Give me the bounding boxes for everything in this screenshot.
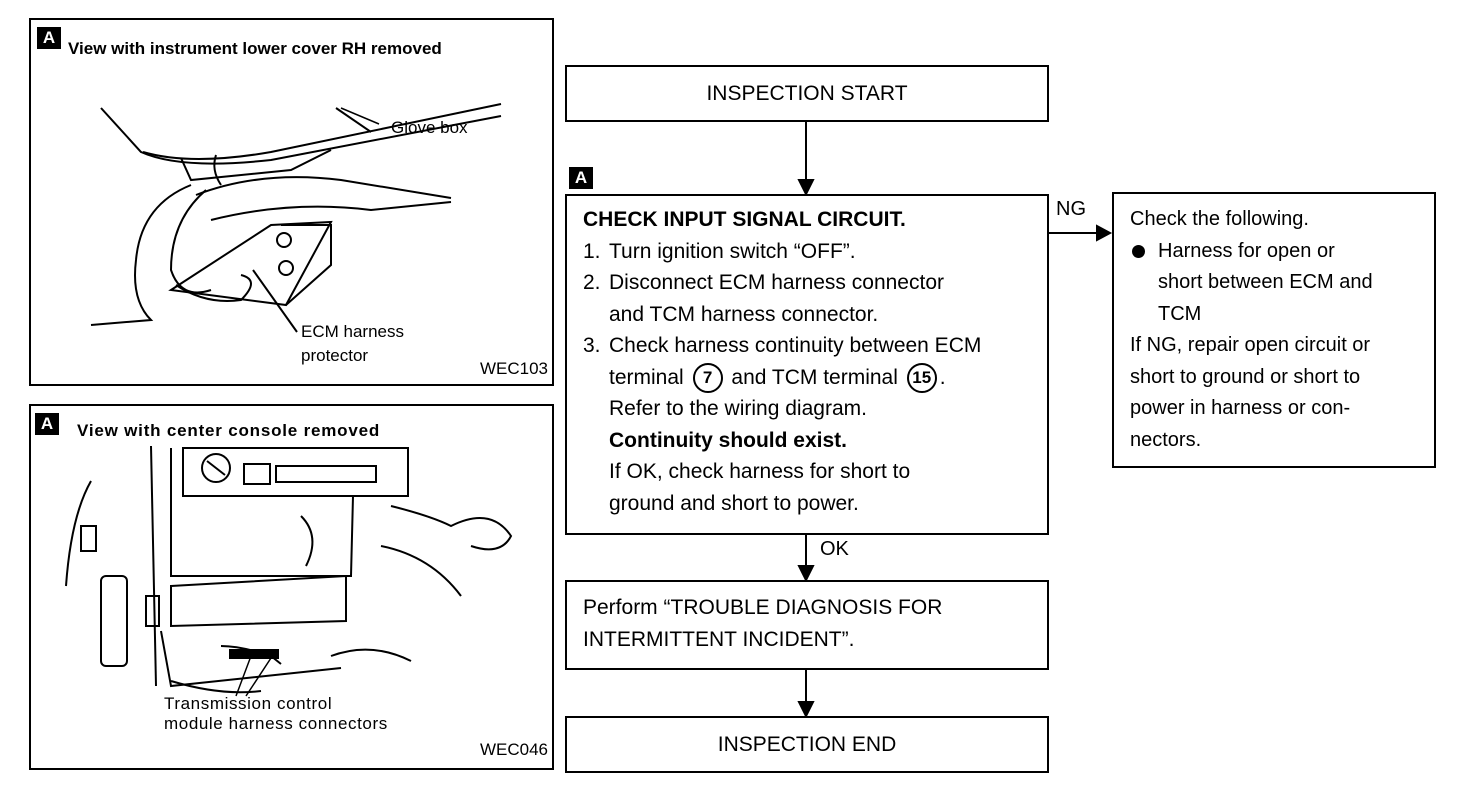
ng-action-box: Check the following. Harness for open or… — [1112, 192, 1436, 468]
check-input-signal-box: CHECK INPUT SIGNAL CIRCUIT. 1.Turn ignit… — [565, 194, 1049, 535]
callout-glove-box: Glove box — [391, 118, 468, 137]
step-2: 2.Disconnect ECM harness connector and T… — [583, 271, 944, 326]
bullet-dot — [1132, 244, 1145, 258]
illustration-panel-console: A View with center console removed — [29, 404, 554, 770]
illustration-panel-instrument: A View with instrument lower cover RH re… — [29, 18, 554, 386]
callout-tcm-harness-connectors: Transmission control module harness conn… — [164, 694, 388, 733]
callout-ecm-harness-protector: ECM harness protector — [301, 322, 404, 365]
inspection-end-box: INSPECTION END — [565, 716, 1049, 773]
panel-title: View with center console removed — [77, 421, 381, 440]
console-drawing — [65, 445, 513, 697]
ng-repair-text: If NG, repair open circuit or short to g… — [1130, 334, 1371, 451]
ng-heading: Check the following. — [1130, 208, 1309, 230]
figure-code: WEC103 — [479, 359, 548, 378]
inspection-start-box: INSPECTION START — [565, 65, 1049, 122]
ng-bullet: Harness for open or short between ECM an… — [1130, 236, 1434, 331]
step-1: 1.Turn ignition switch “OFF”. — [583, 239, 856, 263]
instrument-panel-drawing — [90, 103, 502, 333]
panel-badge: A — [35, 413, 59, 435]
check-badge: A — [569, 167, 593, 189]
terminal-15: 15 — [906, 362, 937, 393]
ng-label: NG — [1056, 198, 1086, 220]
panel-badge: A — [37, 27, 61, 49]
check-title: CHECK INPUT SIGNAL CIRCUIT. — [583, 208, 906, 231]
step-3: 3.Check harness continuity between ECM t… — [583, 334, 982, 515]
figure-code: WEC046 — [479, 740, 548, 759]
terminal-7: 7 — [692, 362, 723, 393]
ok-label: OK — [820, 538, 849, 560]
panel-title: View with instrument lower cover RH remo… — [68, 39, 442, 58]
perform-diagnosis-box: Perform “TROUBLE DIAGNOSIS FOR INTERMITT… — [565, 580, 1049, 670]
